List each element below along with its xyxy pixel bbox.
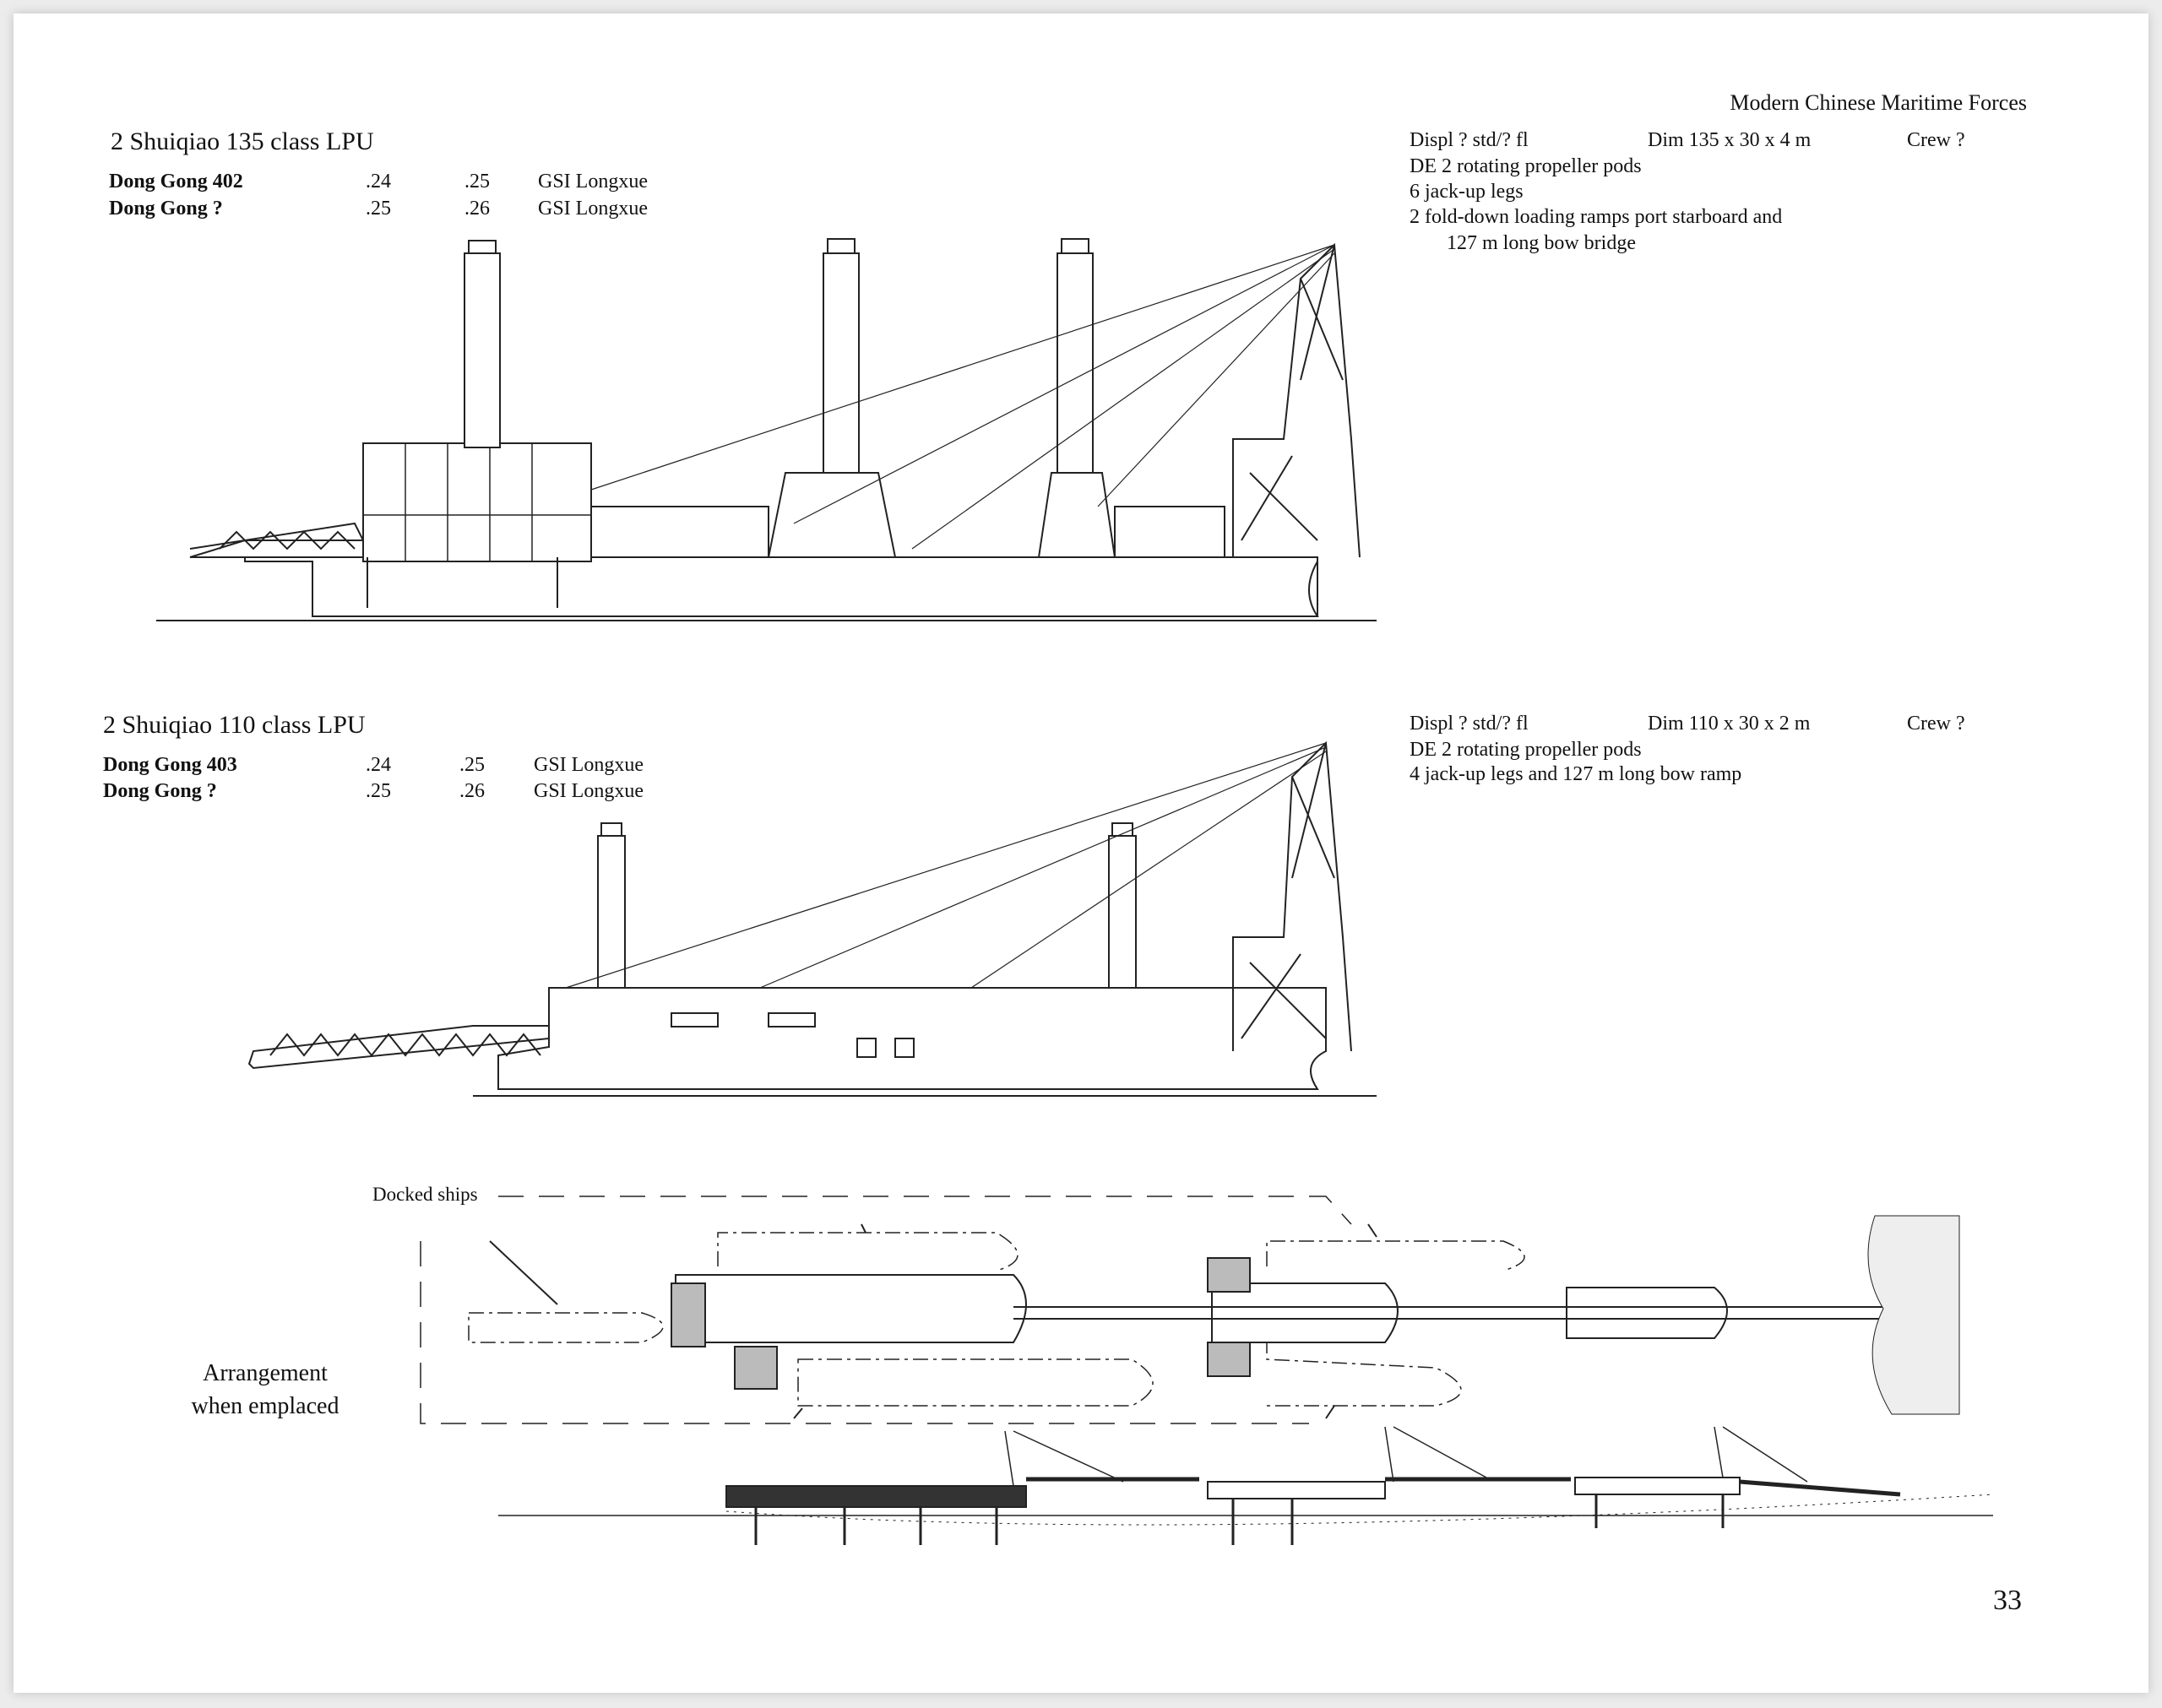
- spec-line: 6 jack-up legs: [1410, 181, 1524, 203]
- ship-date-2: .26: [459, 780, 485, 802]
- ship-name: Dong Gong 402: [109, 171, 243, 192]
- ship-builder: GSI Longxue: [538, 198, 648, 220]
- spec-line: 127 m long bow bridge: [1447, 232, 1636, 254]
- spec-dimensions: Dim 110 x 30 x 2 m: [1648, 713, 1811, 735]
- shuiqiao-110-profile-drawing: [247, 740, 1377, 1097]
- arrangement-caption-line2: when emplaced: [191, 1393, 340, 1419]
- ship-date-1: .25: [366, 780, 391, 802]
- ship-date-1: .25: [366, 198, 391, 220]
- ship-date-1: .24: [366, 171, 391, 192]
- shuiqiao-135-profile-drawing: [156, 238, 1377, 621]
- spec-dimensions: Dim 135 x 30 x 4 m: [1648, 129, 1812, 151]
- arrangement-plan-drawing: [420, 1196, 1960, 1424]
- docked-ships-label: Docked ships: [372, 1184, 478, 1205]
- spec-displacement: Displ ? std/? fl: [1410, 713, 1529, 735]
- section-title-110: 2 Shuiqiao 110 class LPU: [103, 711, 366, 739]
- spec-crew: Crew ?: [1907, 713, 1965, 735]
- spec-line: 4 jack-up legs and 127 m long bow ramp: [1410, 763, 1742, 785]
- page-number: 33: [1993, 1585, 2022, 1616]
- spec-displacement: Displ ? std/? fl: [1410, 129, 1529, 151]
- running-header: Modern Chinese Maritime Forces: [1730, 90, 2027, 115]
- ship-builder: GSI Longxue: [534, 780, 644, 802]
- spec-line: DE 2 rotating propeller pods: [1410, 155, 1642, 177]
- ship-name: Dong Gong 403: [103, 754, 237, 776]
- spec-line: DE 2 rotating propeller pods: [1410, 739, 1642, 761]
- ship-date-1: .24: [366, 754, 391, 776]
- spec-line: 2 fold-down loading ramps port starboard…: [1410, 206, 1783, 228]
- ship-date-2: .26: [464, 198, 490, 220]
- ship-date-2: .25: [459, 754, 485, 776]
- ship-builder: GSI Longxue: [534, 754, 644, 776]
- spec-crew: Crew ?: [1907, 129, 1965, 151]
- ship-name: Dong Gong ?: [109, 198, 223, 220]
- arrangement-caption-line1: Arrangement: [203, 1360, 328, 1386]
- ship-date-2: .25: [464, 171, 490, 192]
- arrangement-side-drawing: [498, 1426, 1994, 1545]
- ship-builder: GSI Longxue: [538, 171, 648, 192]
- ship-name: Dong Gong ?: [103, 780, 217, 802]
- section-title-135: 2 Shuiqiao 135 class LPU: [111, 127, 374, 155]
